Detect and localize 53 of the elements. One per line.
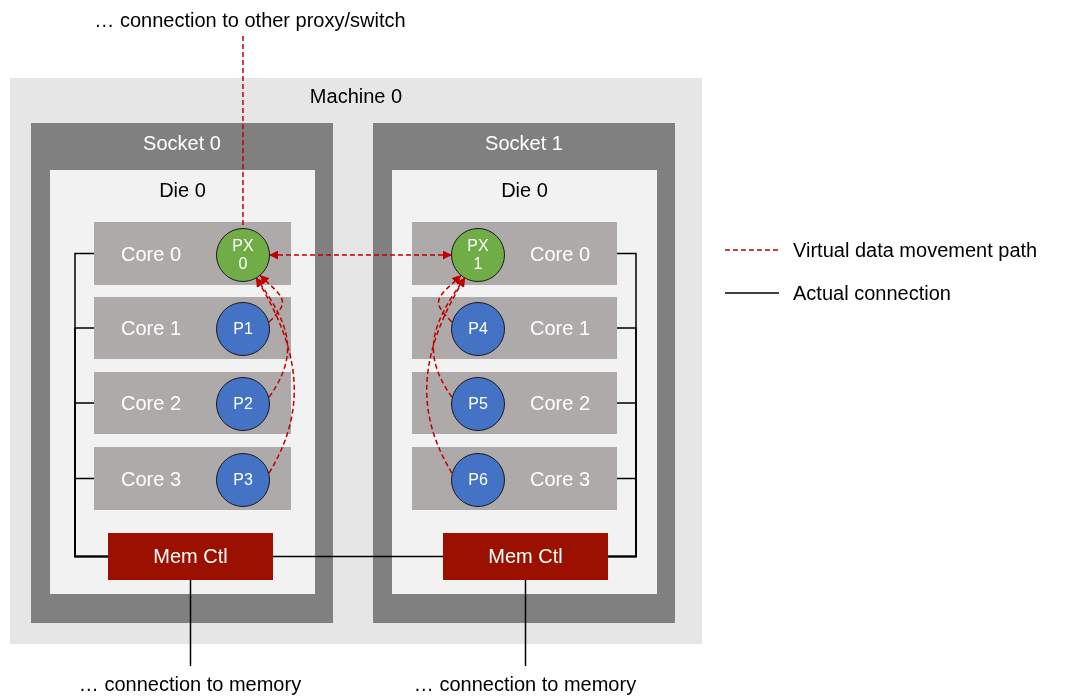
dashed-arrow (255, 277, 289, 398)
socket-box (373, 123, 675, 623)
connection-note: … connection to other proxy/switch (55, 6, 445, 34)
core-label: Core 1 (120, 316, 182, 340)
core-box (412, 222, 617, 285)
process-circle: P4 (451, 302, 505, 356)
process-circle: P1 (216, 302, 270, 356)
dashed-arrow (426, 277, 466, 474)
core-box (94, 222, 291, 285)
memory-controller-box: Mem Ctl (443, 533, 608, 580)
core-label: Core 3 (529, 466, 591, 491)
core-box (412, 372, 617, 434)
process-circle: P6 (451, 453, 505, 507)
socket-box (31, 123, 333, 623)
core-label: Core 2 (120, 391, 182, 415)
socket-label: Socket 0 (142, 131, 222, 155)
connection-note: … connection to memory (375, 672, 675, 696)
core-box (412, 447, 617, 510)
dashed-arrow (255, 277, 295, 474)
dashed-arrow (437, 274, 462, 323)
process-circle: P5 (451, 377, 505, 431)
proxy-circle: PX 0 (216, 228, 270, 282)
core-box (94, 372, 291, 434)
dashed-arrow (259, 274, 284, 323)
connection-line (272, 555, 444, 558)
connection-line (74, 477, 109, 558)
core-label: Core 0 (529, 241, 591, 266)
core-box (94, 447, 291, 510)
dashed-arrow (269, 250, 452, 260)
core-box (412, 297, 617, 359)
connection-note: … connection to memory (40, 672, 340, 696)
legend-text: Actual connection (793, 281, 951, 305)
legend-text: Virtual data movement path (793, 238, 1038, 262)
proxy-circle: PX 1 (451, 228, 505, 282)
process-circle: P3 (216, 453, 270, 507)
die-label: Die 0 (500, 178, 549, 202)
socket-label: Socket 1 (484, 131, 564, 155)
connection-line (524, 579, 527, 667)
core-box (94, 297, 291, 359)
connection-line (607, 477, 637, 558)
machine-box (10, 78, 702, 644)
memory-controller-box: Mem Ctl (108, 533, 273, 580)
die-box (392, 170, 657, 594)
die-label: Die 0 (158, 178, 207, 202)
machine-label: Machine 0 (308, 84, 404, 108)
core-label: Core 1 (529, 316, 591, 340)
die-box (50, 170, 315, 594)
core-label: Core 2 (529, 391, 591, 415)
process-circle: P2 (216, 377, 270, 431)
dashed-arrow (432, 277, 466, 398)
core-label: Core 0 (120, 241, 182, 266)
connection-line (189, 579, 192, 667)
core-label: Core 3 (120, 466, 182, 491)
